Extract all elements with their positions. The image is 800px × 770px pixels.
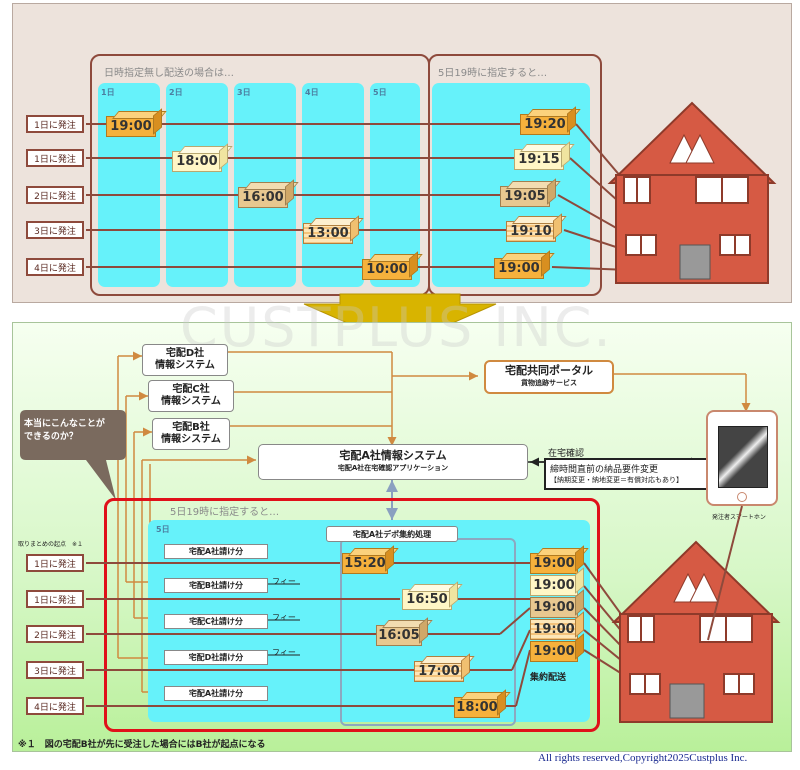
order-label: 3日に発注 xyxy=(26,661,84,679)
day-column-4 xyxy=(302,83,364,287)
subcontract-box: 宅配B社請け分 xyxy=(164,578,268,593)
order-label: 1日に発注 xyxy=(26,554,84,572)
system-b-box: 宅配B社情報システム xyxy=(152,418,230,450)
subcontract-box: 宅配C社請け分 xyxy=(164,614,268,629)
delivery-box: 19:00 xyxy=(106,108,167,137)
speech-bubble-text: 本当にこんなことができるのか？ xyxy=(24,419,105,442)
smartphone-icon xyxy=(706,410,778,506)
deadline-change-box: 締時間直前の納品要件変更 【納期変更・納地変更＝有償対応もあり】 xyxy=(544,458,708,490)
footnote: ※１ 図の宅配B社が先に受注した場合にはB社が起点になる xyxy=(18,740,266,750)
day-label: 3日 xyxy=(237,88,251,97)
day-column-5 xyxy=(370,83,420,287)
depot-title: 宅配A社デポ集約処理 xyxy=(326,526,458,542)
system-c-box: 宅配C社情報システム xyxy=(148,380,234,412)
final-delivery-box: 19:00 xyxy=(530,567,584,596)
order-label: 1日に発注 xyxy=(26,149,84,167)
no-date-label: 日時指定無し配送の場合は… xyxy=(104,68,234,79)
day-label: 1日 xyxy=(101,88,115,97)
order-label: 1日に発注 xyxy=(26,590,84,608)
final-delivery-box: 19:00 xyxy=(530,589,584,618)
depot-delivery-box: 16:50 xyxy=(402,581,463,610)
specified-delivery-box: 19:15 xyxy=(514,141,575,170)
system-a-box: 宅配A社情報システム 宅配A社在宅確認アプリケーション xyxy=(258,444,528,480)
system-d-box: 宅配D社情報システム xyxy=(142,344,228,376)
consolidated-label: 集約配送 xyxy=(530,673,567,683)
house-icon xyxy=(607,101,777,284)
date-specified-frame xyxy=(428,54,602,296)
house-icon xyxy=(611,540,781,723)
day-label: 4日 xyxy=(305,88,319,97)
watermark: CUSTPLUS INC. xyxy=(180,296,613,359)
delivery-box: 10:00 xyxy=(362,251,423,280)
specified-delivery-box: 19:10 xyxy=(506,213,567,242)
subcontract-box: 宅配D社請け分 xyxy=(164,650,268,665)
consolidation-frame xyxy=(104,498,600,732)
subcontract-box: 宅配A社請け分 xyxy=(164,686,268,701)
depot-delivery-box: 15:20 xyxy=(342,545,399,574)
day-label: 5日 xyxy=(373,88,387,97)
day5-label: 5日 xyxy=(156,525,170,534)
date-specified-label-bottom: 5日19時に指定すると… xyxy=(170,507,280,518)
delivery-box: 16:00 xyxy=(238,179,299,208)
specified-delivery-box: 19:20 xyxy=(520,106,581,135)
subcontract-box: 宅配A社請け分 xyxy=(164,544,268,559)
order-label: 1日に発注 xyxy=(26,115,84,133)
specified-delivery-box: 19:00 xyxy=(494,250,555,279)
specified-delivery-box: 19:05 xyxy=(500,178,561,207)
fee-label: フィー xyxy=(272,577,296,586)
final-delivery-box: 19:00 xyxy=(530,633,584,662)
delivery-box: 18:00 xyxy=(172,143,233,172)
final-delivery-box: 19:00 xyxy=(530,611,584,640)
date-specified-label: 5日19時に指定すると… xyxy=(438,68,548,79)
day-column-2 xyxy=(166,83,228,287)
day-label: 2日 xyxy=(169,88,183,97)
copyright: All rights reserved,Copyright2025Custplu… xyxy=(538,752,748,764)
delivery-box: 13:00 xyxy=(303,215,364,244)
fee-label: フィー xyxy=(272,613,296,622)
order-label: 4日に発注 xyxy=(26,258,84,276)
order-label: 2日に発注 xyxy=(26,186,84,204)
order-label: 3日に発注 xyxy=(26,221,84,239)
speech-bubble xyxy=(20,410,126,500)
depot-delivery-box: 16:05 xyxy=(376,617,433,646)
order-label: 2日に発注 xyxy=(26,625,84,643)
home-check-label: 在宅確認 xyxy=(548,449,585,459)
portal-box: 宅配共同ポータル 貨物追跡サービス xyxy=(484,360,614,394)
order-label: 4日に発注 xyxy=(26,697,84,715)
final-delivery-box: 19:00 xyxy=(530,545,589,574)
origin-label: 取りまとめの起点 ※１ xyxy=(18,541,84,548)
fee-label: フィー xyxy=(272,648,296,657)
depot-delivery-box: 18:00 xyxy=(454,689,511,718)
depot-delivery-box: 17:00 xyxy=(414,653,475,682)
